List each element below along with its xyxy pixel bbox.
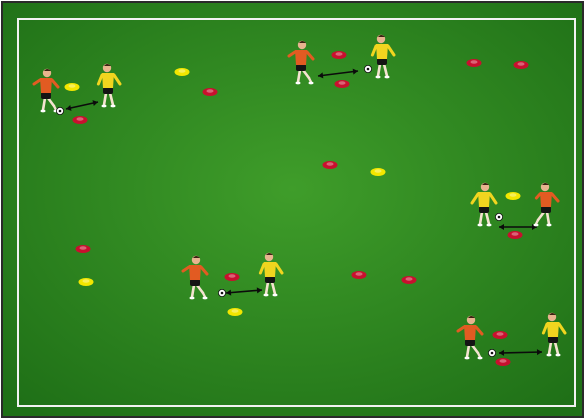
soccer-ball-icon — [218, 289, 225, 296]
cone-red — [514, 61, 529, 69]
cone-red — [203, 88, 218, 96]
soccer-ball-icon — [488, 349, 495, 356]
cone-red — [496, 358, 511, 366]
cone-red — [225, 273, 240, 281]
cone-red — [73, 116, 88, 124]
soccer-ball-icon — [56, 107, 63, 114]
cone-red — [352, 271, 367, 279]
cone-red — [323, 161, 338, 169]
cone-red — [467, 59, 482, 67]
cone-yellow — [371, 168, 386, 176]
cone-yellow — [506, 192, 521, 200]
cone-red — [332, 51, 347, 59]
soccer-ball-icon — [495, 213, 502, 220]
cone-yellow — [79, 278, 94, 286]
cone-red — [493, 331, 508, 339]
cone-red — [508, 231, 523, 239]
cone-red — [76, 245, 91, 253]
cone-red — [335, 80, 350, 88]
soccer-ball-icon — [364, 65, 371, 72]
cone-red — [402, 276, 417, 284]
cone-yellow — [228, 308, 243, 316]
cone-yellow — [65, 83, 80, 91]
cone-yellow — [175, 68, 190, 76]
